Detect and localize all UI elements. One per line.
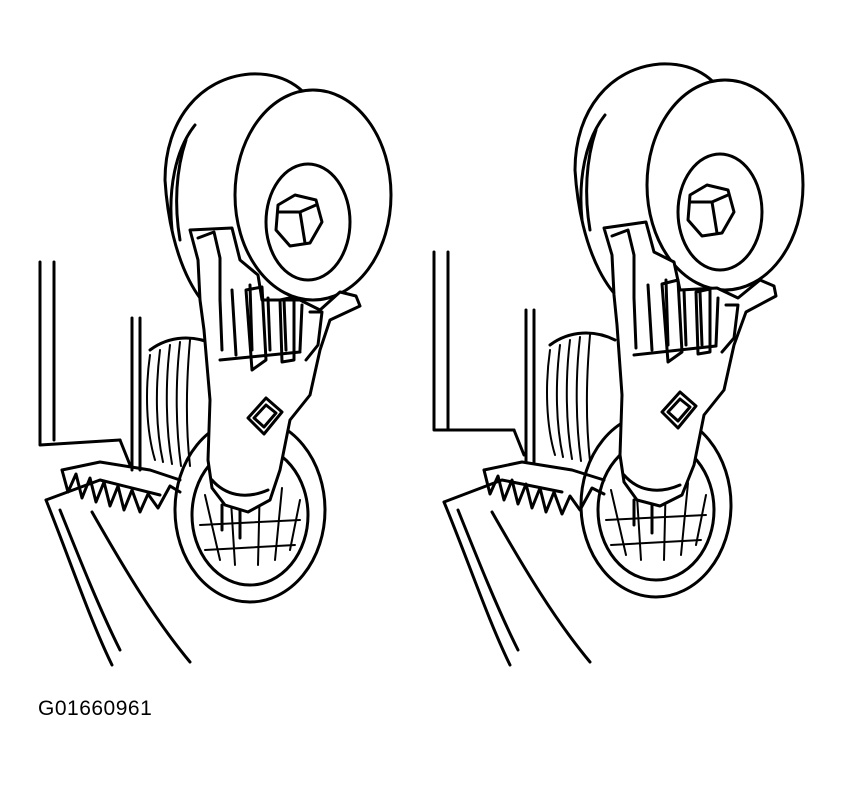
alignment-mark-icon (246, 396, 284, 436)
tensioner-illustration (432, 62, 805, 667)
belt-ribs (482, 460, 606, 516)
idler-pulley (573, 62, 805, 317)
center-bolt-icon (686, 183, 736, 238)
idler-pulley (163, 72, 393, 327)
center-bolt-icon (274, 193, 324, 248)
arm-pivot (210, 478, 270, 540)
grooved-pulley (146, 336, 217, 467)
arm-pivot (622, 473, 682, 535)
mounting-bracket (432, 250, 536, 464)
tensioner-arm (602, 220, 778, 508)
mounting-bracket (38, 260, 142, 472)
drive-belt (442, 478, 592, 667)
belt-ribs (60, 460, 182, 514)
drive-belt (44, 478, 192, 667)
grooved-pulley (546, 331, 617, 462)
tensioner-drawing-right (432, 62, 805, 667)
figure-code-label: G01660961 (38, 697, 153, 720)
tensioner-arm (188, 226, 362, 514)
tensioner-illustration (38, 72, 393, 667)
tensioner-drawing-left (38, 72, 393, 667)
alignment-mark-icon (660, 390, 698, 430)
